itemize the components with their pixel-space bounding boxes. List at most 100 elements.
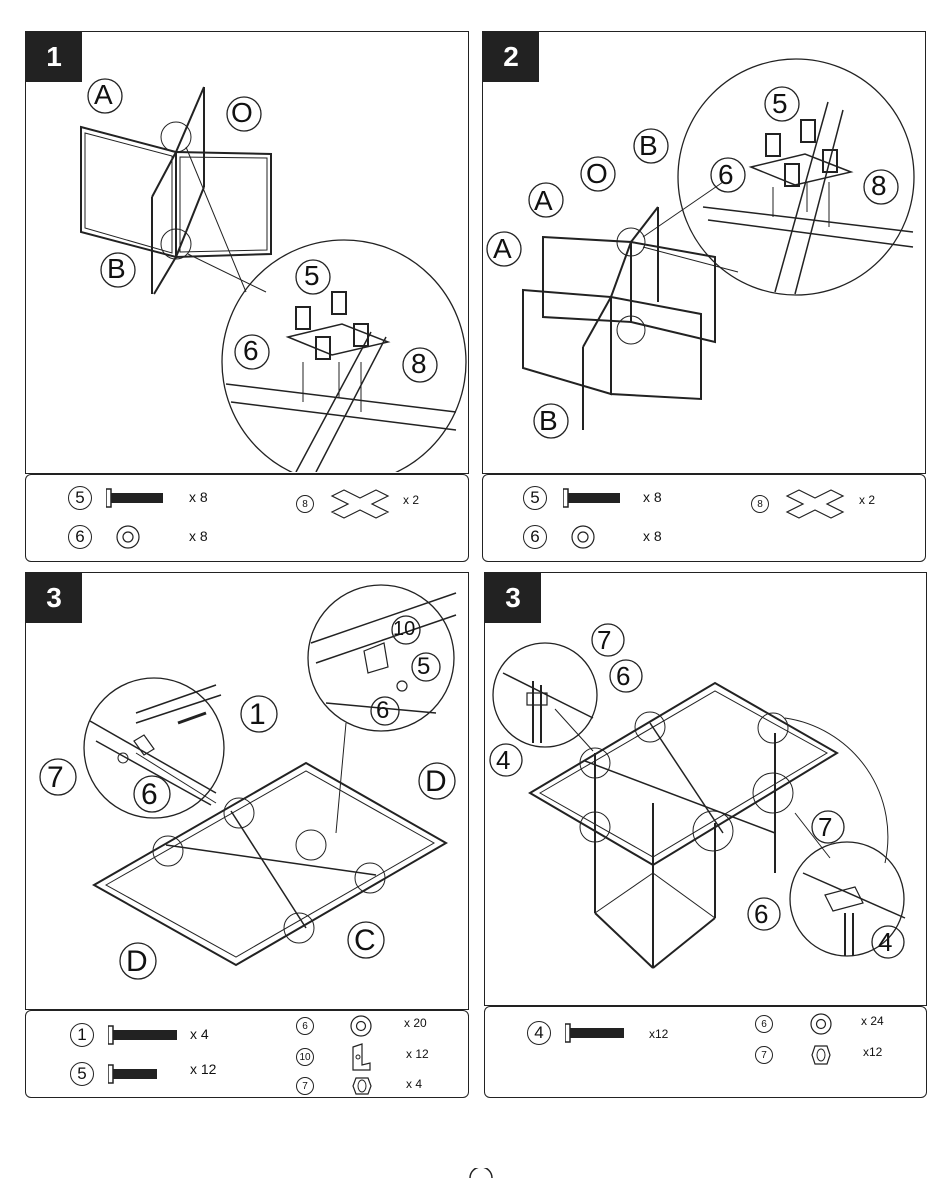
step-3-right-parts-list: 4 x12 6 x 24 7 x12 <box>484 1006 927 1098</box>
part-number: 5 <box>70 1062 94 1086</box>
part-6-item: 6 <box>523 525 599 549</box>
label-6: 6 <box>141 778 158 811</box>
part-number: 4 <box>527 1021 551 1045</box>
part-number: 6 <box>523 525 547 549</box>
connector-plate-icon <box>330 489 390 519</box>
step-number: 3 <box>26 573 82 623</box>
step-3-left-parts-list: 1 x 4 5 x 12 6 x 20 10 x 12 7 <box>25 1010 469 1098</box>
label-7: 7 <box>818 812 833 842</box>
connector-plate-icon <box>785 489 845 519</box>
label-b-lower: B <box>539 405 558 436</box>
step-3-panel-right: 3 <box>484 572 927 1006</box>
part-number: 7 <box>755 1046 773 1064</box>
label-4: 4 <box>878 927 893 957</box>
label-o: O <box>586 158 608 189</box>
part-6-item: 6 <box>68 525 144 549</box>
part-6-item: 6 <box>296 1015 376 1037</box>
label-b-upper: B <box>639 130 658 161</box>
part-4-item: 4 <box>527 1021 627 1045</box>
label-b: B <box>107 253 126 284</box>
part-5-qty: x 12 <box>190 1061 217 1077</box>
step-1-parts-list: 5 x 8 6 x 8 8 x 2 <box>25 474 469 562</box>
label-6: 6 <box>243 335 259 366</box>
part-6-qty: x 20 <box>404 1016 427 1030</box>
part-number: 6 <box>755 1015 773 1033</box>
step-1-illustration <box>80 78 467 472</box>
step-number: 2 <box>483 32 539 82</box>
label-8: 8 <box>871 170 887 201</box>
label-5: 5 <box>417 653 431 680</box>
step-number: 1 <box>26 32 82 82</box>
part-5-item: 5 <box>68 486 166 510</box>
part-7-item: 7 <box>755 1043 833 1067</box>
part-4-qty: x12 <box>649 1027 669 1041</box>
label-a-upper: A <box>534 185 553 216</box>
bolt-icon <box>108 1064 157 1084</box>
label-7: 7 <box>597 625 612 655</box>
step-2-illustration <box>486 58 915 439</box>
step-1-panel: 1 <box>25 31 469 474</box>
part-number: 5 <box>523 486 547 510</box>
label-10: 10 <box>393 618 416 640</box>
long-bolt-icon <box>108 1025 177 1045</box>
step-2-parts-list: 5 x 8 6 x 8 8 x 2 <box>482 474 926 562</box>
step-2-panel: 2 <box>482 31 926 474</box>
part-number: 6 <box>68 525 92 549</box>
label-d-right: D <box>425 765 447 798</box>
part-number: 8 <box>296 495 314 513</box>
part-8-item: 8 <box>751 488 845 520</box>
part-8-item: 8 <box>296 488 390 520</box>
part-6-qty: x 24 <box>861 1014 884 1028</box>
bolt-icon <box>106 488 163 508</box>
label-6: 6 <box>754 899 769 929</box>
nut-icon <box>811 1045 831 1065</box>
label-d-left: D <box>126 945 148 978</box>
step-3-right-illustration <box>489 623 906 969</box>
label-6: 6 <box>376 697 390 724</box>
part-6-item: 6 <box>755 1013 835 1035</box>
washer-icon <box>116 525 140 549</box>
part-5-item: 5 <box>523 486 623 510</box>
part-8-qty: x 2 <box>859 493 876 507</box>
washer-icon <box>350 1015 372 1037</box>
label-6: 6 <box>616 661 631 691</box>
part-number: 8 <box>751 495 769 513</box>
part-number: 6 <box>296 1017 314 1035</box>
part-8-qty: x 2 <box>403 493 420 507</box>
label-5: 5 <box>772 88 788 119</box>
label-o: O <box>231 97 253 128</box>
washer-icon <box>571 525 595 549</box>
part-7-item: 7 <box>296 1075 374 1097</box>
nut-icon <box>352 1077 372 1095</box>
part-number: 7 <box>296 1077 314 1095</box>
part-7-qty: x 4 <box>406 1077 423 1091</box>
step-number: 3 <box>485 573 541 623</box>
part-5-item: 5 <box>70 1062 160 1086</box>
washer-icon <box>810 1013 832 1035</box>
label-c: C <box>354 924 376 957</box>
long-bolt-icon <box>565 1023 624 1043</box>
part-7-qty: x12 <box>863 1045 883 1059</box>
part-1-item: 1 <box>70 1023 180 1047</box>
part-6-qty: x 8 <box>643 528 662 544</box>
part-number: 10 <box>296 1048 314 1066</box>
label-7: 7 <box>47 761 64 794</box>
part-5-qty: x 8 <box>189 489 208 505</box>
label-6: 6 <box>718 159 734 190</box>
step-3-left-illustration <box>39 584 457 980</box>
label-1: 1 <box>249 698 266 731</box>
label-a: A <box>94 79 113 110</box>
part-5-qty: x 8 <box>643 489 662 505</box>
label-4: 4 <box>496 745 511 775</box>
part-number: 5 <box>68 486 92 510</box>
label-8: 8 <box>411 348 427 379</box>
part-10-item: 10 <box>296 1043 374 1071</box>
page-number-mark <box>469 1168 493 1178</box>
label-a-lower: A <box>493 233 512 264</box>
part-10-qty: x 12 <box>406 1047 429 1061</box>
label-5: 5 <box>304 260 320 291</box>
step-3-panel-left: 3 <box>25 572 469 1010</box>
part-6-qty: x 8 <box>189 528 208 544</box>
part-number: 1 <box>70 1023 94 1047</box>
l-bracket-icon <box>352 1043 371 1071</box>
